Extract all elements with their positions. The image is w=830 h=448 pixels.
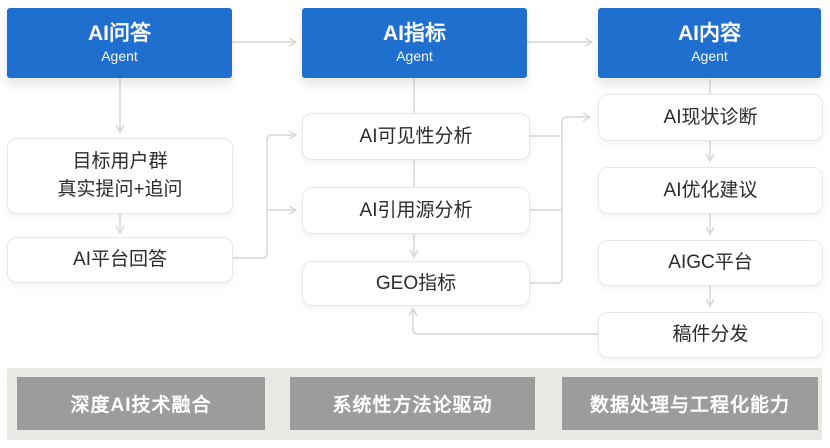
citation-source-label: AI引用源分析	[359, 199, 473, 221]
target-users-line1: 目标用户群	[72, 151, 168, 173]
foundation-box-methodology: 系统性方法论驱动	[290, 377, 535, 430]
platform-answer-box: AI平台回答	[7, 237, 233, 283]
foundation-box-data-engineering: 数据处理与工程化能力	[562, 377, 818, 430]
optimization-advice-box: AI优化建议	[598, 167, 823, 214]
distribution-label: 稿件分发	[672, 324, 749, 346]
agent-content-subtitle: Agent	[691, 48, 728, 65]
target-users-box: 目标用户群 真实提问+追问	[7, 138, 233, 214]
agent-metric-box: AI指标 Agent	[302, 8, 527, 78]
agent-metric-subtitle: Agent	[396, 48, 433, 65]
arrow-merge-to-diagnosis	[527, 112, 592, 284]
foundation-label-ai-tech: 深度AI技术融合	[70, 395, 212, 416]
foundation-label-methodology: 系统性方法论驱动	[332, 395, 493, 416]
foundation-box-ai-tech: 深度AI技术融合	[17, 377, 265, 430]
status-diagnosis-box: AI现状诊断	[598, 94, 823, 141]
agent-qa-subtitle: Agent	[101, 48, 138, 65]
distribution-box: 稿件分发	[598, 312, 823, 358]
status-diagnosis-label: AI现状诊断	[663, 106, 758, 128]
citation-source-box: AI引用源分析	[302, 187, 530, 234]
platform-answer-label: AI平台回答	[73, 249, 167, 271]
arrow-distribution-feedback-to-geo	[408, 307, 598, 335]
arrow-answer-to-visibility	[231, 130, 298, 259]
agent-qa-title: AI问答	[88, 21, 151, 45]
aigc-platform-label: AIGC平台	[668, 252, 753, 274]
visibility-analysis-box: AI可见性分析	[302, 113, 530, 160]
agent-qa-box: AI问答 Agent	[7, 8, 232, 78]
agent-content-box: AI内容 Agent	[598, 8, 821, 78]
geo-metric-box: GEO指标	[302, 261, 530, 306]
foundation-strip: 深度AI技术融合 系统性方法论驱动 数据处理与工程化能力	[7, 368, 822, 440]
foundation-label-data-engineering: 数据处理与工程化能力	[589, 395, 790, 416]
optimization-advice-label: AI优化建议	[663, 179, 758, 201]
visibility-analysis-label: AI可见性分析	[359, 125, 473, 147]
agent-metric-title: AI指标	[383, 21, 446, 45]
aigc-platform-box: AIGC平台	[598, 240, 823, 286]
geo-metric-label: GEO指标	[375, 272, 457, 294]
agent-content-title: AI内容	[678, 21, 741, 45]
target-users-line2: 真实提问+追问	[57, 179, 183, 200]
